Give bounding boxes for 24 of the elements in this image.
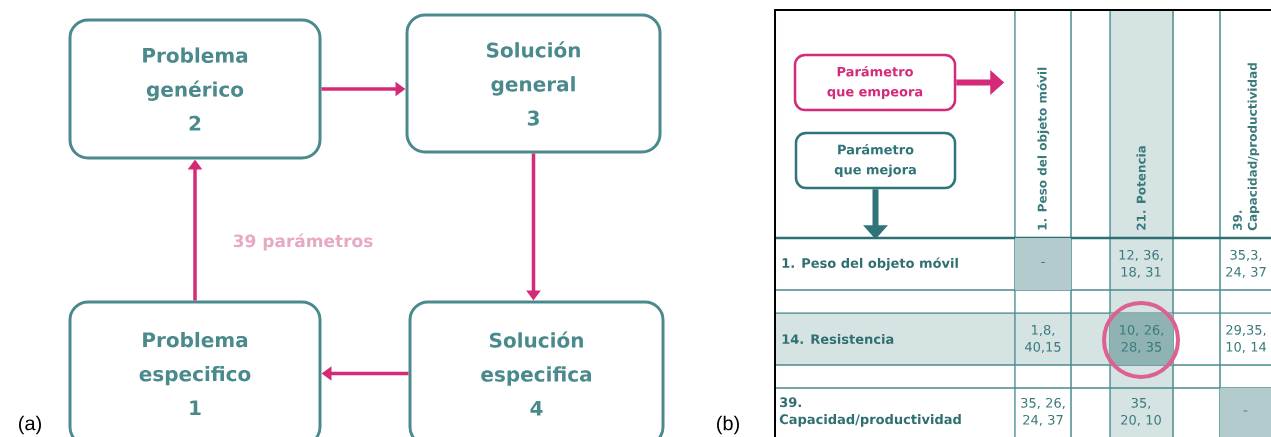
column-header: 39. Capacidad/productividad [1232, 63, 1260, 231]
row-header: 1. Peso del objeto móvil [782, 257, 958, 271]
table-entry: - [1015, 238, 1071, 290]
table-entry: 35,3, 24, 37 [1226, 249, 1266, 279]
column-header: 1. Peso del objeto móvil [1036, 67, 1050, 230]
table-entry: 35, 26, 24, 37 [1021, 397, 1065, 427]
row-header: 14. Resistencia [782, 333, 894, 345]
process-box: Solución especifica 4 [408, 300, 665, 437]
table-entry: 1,8, 40,15 [1025, 324, 1061, 354]
parameter-box: Parámetro que empeora [793, 53, 957, 112]
table-entry: 12, 36, 18, 31 [1119, 249, 1163, 279]
table-entry: 35, 20, 10 [1121, 397, 1161, 427]
annotation-text: 39 parámetros [233, 233, 373, 251]
table-entry: 29,35, 10, 14 [1226, 324, 1267, 354]
column-header: 21. Potencia [1136, 146, 1146, 230]
row-header: 39. Capacidad/productividad [779, 397, 961, 427]
table-entry: 10, 26, 28, 35 [1110, 313, 1173, 365]
process-box: Problema genérico 2 [68, 18, 322, 160]
parameter-box: Parámetro que mejora [794, 131, 957, 190]
process-box: Problema especifico 1 [68, 300, 322, 437]
panel-label: (b) [717, 415, 739, 435]
process-box: Solución general 3 [405, 13, 662, 154]
panel-label: (a) [19, 415, 41, 435]
table-entry: - [1220, 388, 1271, 437]
